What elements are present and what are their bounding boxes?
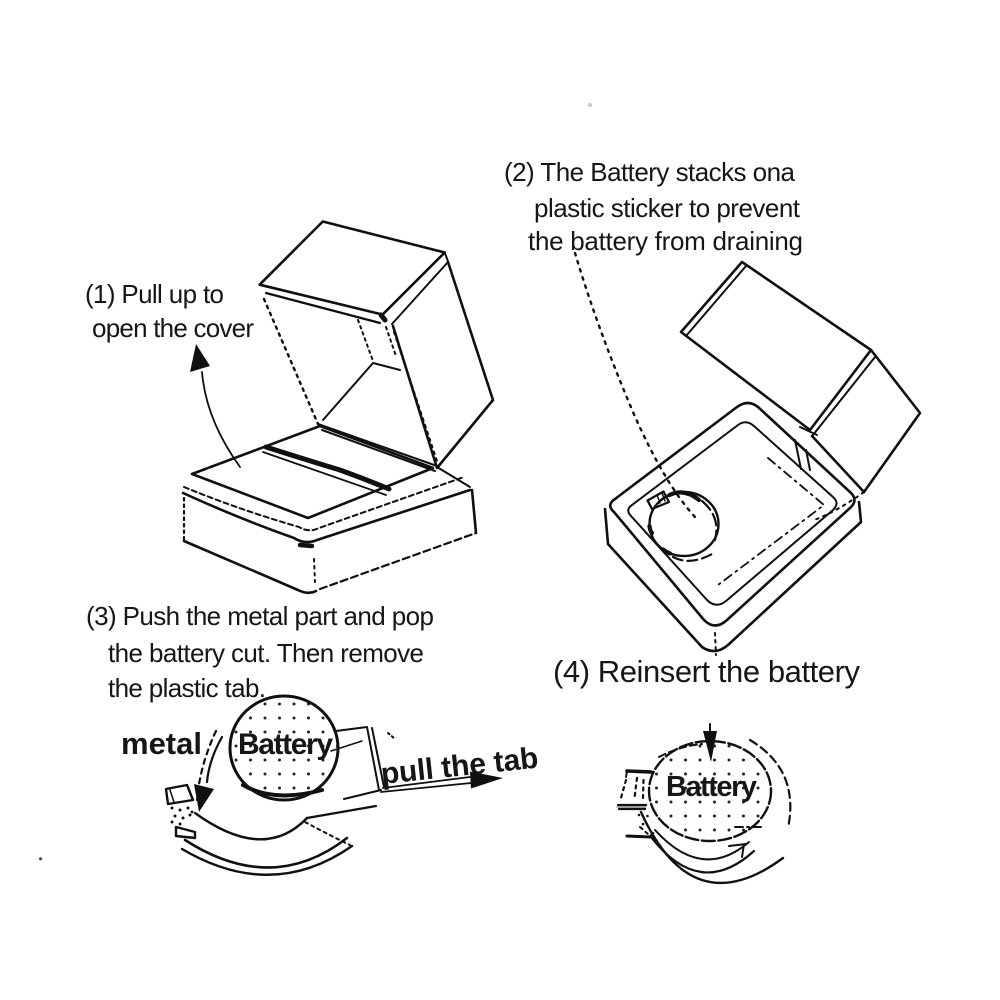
svg-text:the plastic tab.: the plastic tab. [108,673,266,703]
svg-text:the battery cut. Then remove: the battery cut. Then remove [108,638,424,668]
svg-text:(2) The Battery stacks ona: (2) The Battery stacks ona [504,157,796,187]
svg-text:Battery: Battery [666,771,757,803]
svg-text:metal: metal [121,726,202,761]
svg-text:plastic sticker to prevent: plastic sticker to prevent [534,193,801,223]
svg-text:(4) Reinsert the battery: (4) Reinsert the battery [553,654,861,689]
svg-text:(1) Pull up to: (1) Pull up to [85,279,224,309]
svg-text:(3) Push the metal part and po: (3) Push the metal part and pop [86,601,434,631]
svg-text:Battery: Battery [238,728,333,761]
svg-text:open the cover: open the cover [92,313,254,343]
svg-text:the battery from draining: the battery from draining [528,226,803,256]
